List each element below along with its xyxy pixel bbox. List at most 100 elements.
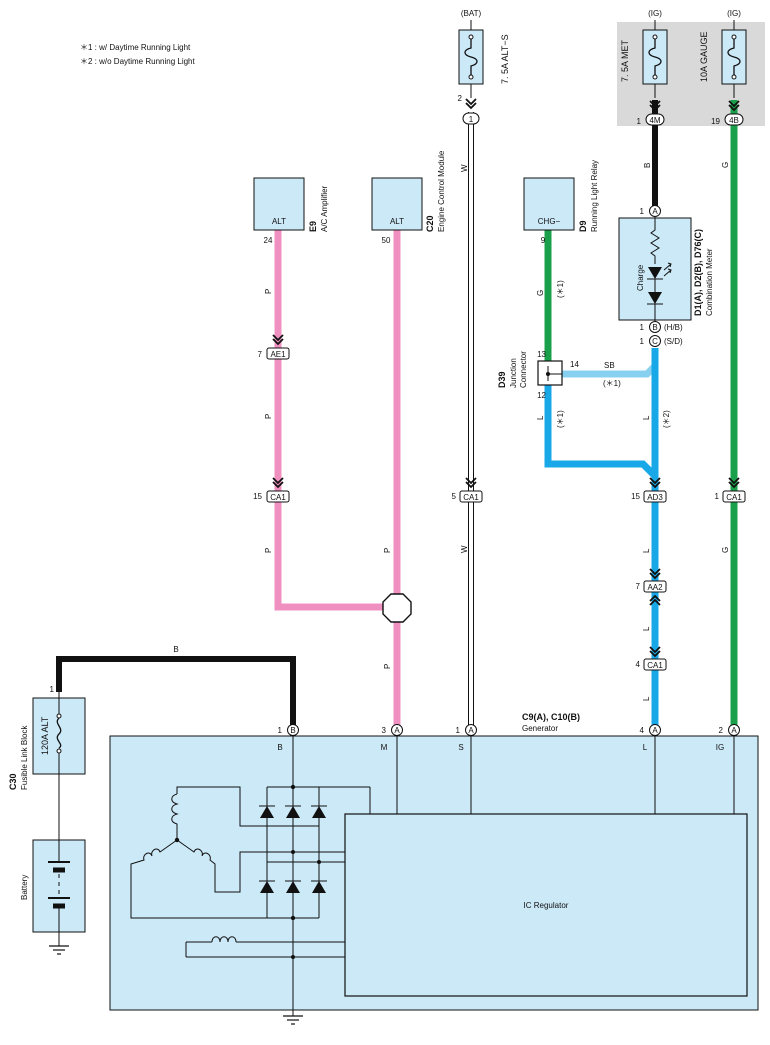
d39-name-2: Connector — [519, 351, 528, 388]
gen-pin-l: 4 — [640, 726, 645, 735]
wire-label-p-4: P — [383, 548, 392, 553]
wire-label-g-gauge-2: G — [721, 547, 730, 553]
led-icon — [648, 267, 662, 279]
connector-ca1-blue: CA1 — [647, 661, 663, 670]
wire-note-sb: (＊1) — [603, 379, 621, 388]
wire-labels: P P P P P W W B G G G (＊1) SB (＊1) L (＊1… — [173, 162, 730, 701]
generator: C9(A), C10(B) Generator 1 B 3 A 1 A 4 A … — [109, 712, 759, 1025]
pin-bat-2: 2 — [458, 94, 463, 103]
c30-pin: 1 — [50, 685, 55, 694]
gen-conn-ig: A — [731, 726, 737, 735]
wire-note-l-d39: (＊1) — [556, 410, 565, 428]
fuse-gauge-icon — [721, 29, 747, 85]
wire-label-l-2: L — [642, 548, 651, 553]
connector-4m: 4M — [649, 116, 660, 125]
e9-ac-amplifier: ALT 24 E9 A/C Amplifier — [253, 177, 329, 245]
connector-bat-1: 1 — [469, 115, 474, 124]
wire-note-l-meter: (＊2) — [662, 410, 671, 428]
note-no-daytime-running-light: ＊2 : w/o Daytime Running Light — [80, 57, 195, 66]
wire-label-p-5: P — [383, 664, 392, 669]
meter-conn-a: A — [652, 207, 658, 216]
c30-name: Fusible Link Block — [20, 725, 29, 790]
meter-charge-label: Charge — [636, 264, 645, 291]
generator-code: C9(A), C10(B) — [522, 712, 580, 722]
inline-connectors: 7 AE1 15 CA1 5 CA1 15 AD3 1 CA1 7 AA2 4 … — [253, 334, 746, 671]
power-ig-gauge-label: (IG) — [727, 9, 741, 18]
meter-note-hb: (H/B) — [664, 323, 683, 332]
connector-ca1-white: CA1 — [463, 493, 479, 502]
stator-coil-icon — [130, 786, 319, 919]
ca1-blue-pin: 4 — [636, 660, 641, 669]
e9-terminal: ALT — [272, 217, 286, 226]
battery-label: Battery — [20, 875, 29, 900]
gen-conn-s: A — [468, 726, 474, 735]
wire-label-p-2: P — [264, 414, 273, 419]
gen-terminal-m: M — [381, 743, 388, 752]
battery: Battery — [20, 774, 86, 955]
d39-code: D39 — [497, 371, 507, 388]
meter-code: D1(A), D2(B), D76(C) — [693, 229, 703, 316]
wire-label-w-1: W — [460, 164, 469, 172]
gen-terminal-b: B — [277, 743, 282, 752]
gen-terminal-ig: IG — [716, 743, 724, 752]
ic-regulator — [344, 813, 748, 997]
ground-icon-generator — [283, 1015, 303, 1025]
fuse-met-icon — [642, 29, 668, 85]
connector-ca1-pink: CA1 — [270, 493, 286, 502]
ic-regulator-label: IC Regulator — [524, 901, 569, 910]
d39-name-1: Junction — [509, 358, 518, 388]
meter-pin-top: 1 — [640, 207, 645, 216]
fusible-link-icon — [56, 717, 62, 749]
e9-name: A/C Amplifier — [320, 185, 329, 232]
wire-label-g-d9: G — [536, 290, 545, 296]
bat-fuse-group: (BAT) 7. 5A ALT−S 2 1 — [458, 9, 510, 125]
ca1-pink-pin: 15 — [253, 492, 262, 501]
wire-label-l-meter: L — [642, 415, 651, 420]
wire-p-e9 — [274, 230, 397, 611]
c20-code: C20 — [425, 215, 435, 232]
gen-pin-b: 1 — [278, 726, 283, 735]
c30-code: C30 — [8, 773, 18, 790]
fuse-alt-s-icon — [458, 29, 484, 85]
fuse-gauge-label: 10A GAUGE — [699, 31, 709, 82]
connector-ad3: AD3 — [647, 493, 663, 502]
wire-label-p-3: P — [264, 548, 273, 553]
ca1-green-pin: 1 — [715, 492, 720, 501]
wire-label-p-1: P — [264, 289, 273, 294]
power-bat-label: (BAT) — [461, 9, 482, 18]
gen-conn-b: B — [290, 726, 295, 735]
connector-ca1-green: CA1 — [726, 493, 742, 502]
wire-label-sb: SB — [604, 361, 615, 370]
d39-pin-13: 13 — [537, 350, 546, 359]
fuse-alt-s-label: 7. 5A ALT−S — [500, 34, 510, 84]
e9-code: E9 — [308, 221, 318, 232]
meter-conn-b: B — [652, 323, 657, 332]
c20-engine-control-module: ALT 50 C20 Engine Control Module — [371, 150, 446, 245]
wire-label-l-4: L — [642, 696, 651, 701]
rectifier-diodes-upper-icon — [259, 805, 327, 818]
gen-conn-m: A — [394, 726, 400, 735]
d39-pin-14: 14 — [570, 360, 579, 369]
meter-note-sd: (S/D) — [664, 337, 683, 346]
ca1-white-pin: 5 — [452, 492, 457, 501]
e9-pin: 24 — [264, 236, 273, 245]
meter-conn-c: C — [652, 337, 658, 346]
d9-pin: 9 — [541, 236, 546, 245]
c20-terminal: ALT — [390, 217, 404, 226]
connector-4b: 4B — [729, 116, 739, 125]
wire-label-b-fusible: B — [173, 645, 178, 654]
wire-label-w-2: W — [460, 545, 469, 553]
splice-point — [382, 593, 412, 623]
meter-pin-b: 1 — [640, 323, 645, 332]
diode-icon — [648, 292, 662, 304]
gen-pin-s: 1 — [456, 726, 461, 735]
gen-terminal-l: L — [643, 743, 648, 752]
wire-l-d39 — [544, 384, 659, 492]
c20-name: Engine Control Module — [437, 150, 446, 232]
wire-b-fusible — [56, 656, 296, 728]
d39-pin-12: 12 — [537, 391, 546, 400]
wire-label-l-d39: L — [536, 415, 545, 420]
wire-note-g-d9: (＊1) — [556, 280, 565, 298]
fuse-met-label: 7. 5A MET — [620, 39, 630, 82]
